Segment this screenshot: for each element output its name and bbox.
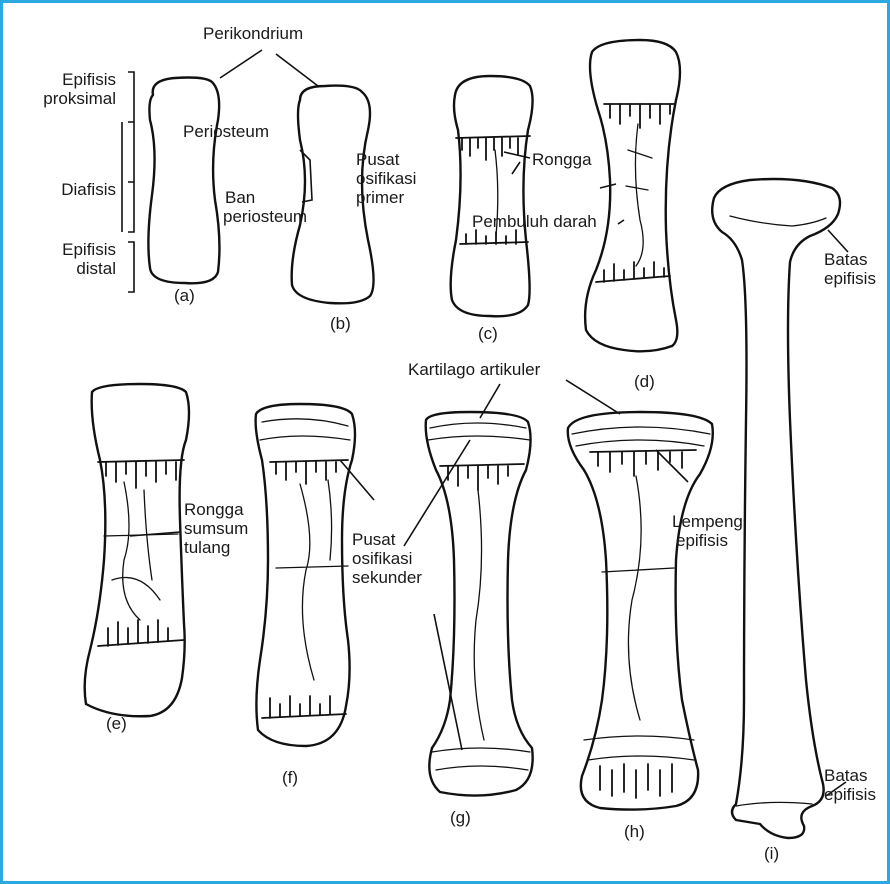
pusat-osifikasi-primer-label: Pusat osifikasi primer bbox=[356, 150, 416, 207]
bone-h bbox=[568, 412, 713, 810]
batas-epifisis-top-label: Batas epifisis bbox=[824, 250, 876, 288]
lempeng-epifisis-label: Lempeng epifisis bbox=[672, 512, 743, 550]
diafisis-label: Diafisis bbox=[24, 180, 116, 199]
stage-label-c: (c) bbox=[478, 324, 498, 343]
perikondrium-leader bbox=[220, 50, 318, 86]
stage-label-e: (e) bbox=[106, 714, 127, 733]
stage-label-g: (g) bbox=[450, 808, 471, 827]
stage-label-b: (b) bbox=[330, 314, 351, 333]
epifisis-proksimal-label: Epifisis proksimal bbox=[24, 70, 116, 108]
stage-label-h: (h) bbox=[624, 822, 645, 841]
bone-a bbox=[148, 78, 219, 284]
zone-brackets bbox=[122, 72, 134, 292]
stage-label-a: (a) bbox=[174, 286, 195, 305]
bone-g bbox=[404, 412, 533, 796]
epifisis-distal-label: Epifisis distal bbox=[24, 240, 116, 278]
rongga-sumsum-tulang-label: Rongga sumsum tulang bbox=[184, 500, 248, 557]
kartilago-artikuler-label: Kartilago artikuler bbox=[408, 360, 540, 379]
pusat-osifikasi-sekunder-label: Pusat osifikasi sekunder bbox=[352, 530, 422, 587]
pembuluh-darah-label: Pembuluh darah bbox=[472, 212, 597, 231]
periosteum-label: Periosteum bbox=[183, 122, 269, 141]
stage-label-f: (f) bbox=[282, 768, 298, 787]
perikondrium-label: Perikondrium bbox=[203, 24, 303, 43]
rongga-label: Rongga bbox=[532, 150, 592, 169]
bone-d bbox=[585, 40, 680, 351]
stage-label-i: (i) bbox=[764, 844, 779, 863]
stage-label-d: (d) bbox=[634, 372, 655, 391]
ban-periosteum-label: Ban periosteum bbox=[223, 188, 307, 226]
batas-epifisis-bottom-label: Batas epifisis bbox=[824, 766, 876, 804]
bone-c bbox=[451, 76, 533, 316]
bone-e bbox=[85, 384, 189, 716]
